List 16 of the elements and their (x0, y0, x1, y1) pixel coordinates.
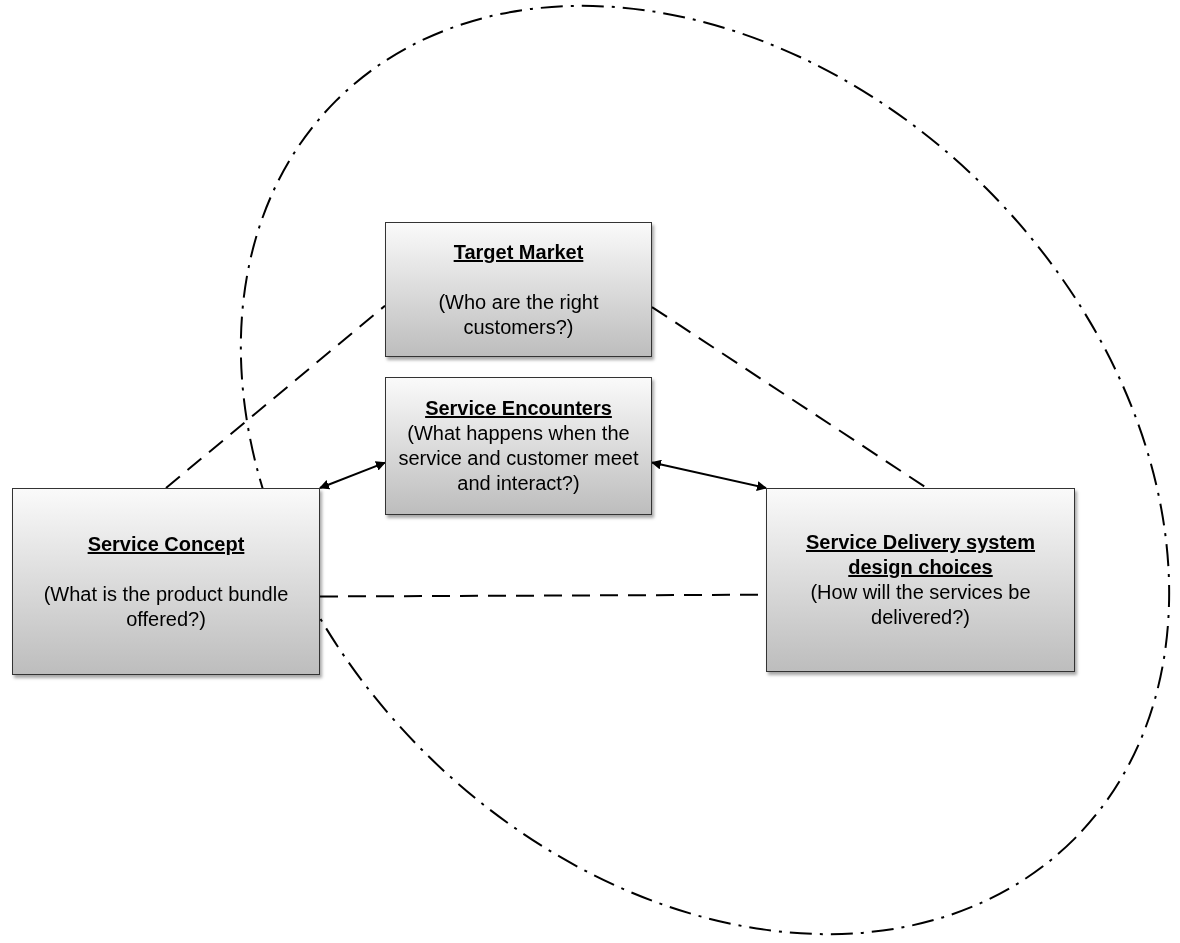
box-heading: Service Encounters (425, 396, 612, 421)
process-box (385, 222, 652, 357)
process-box (12, 488, 320, 675)
box-heading: Service Delivery system design choices (804, 530, 1037, 580)
connector-line (651, 306, 928, 489)
box-question: (How will the services be delivered?) (809, 580, 1032, 630)
process-box (385, 377, 652, 515)
box-heading: Service Concept (87, 531, 245, 557)
process-box (766, 488, 1075, 672)
box-heading: Target Market (453, 239, 584, 265)
box-question: (What is the product bundle offered?) (42, 581, 290, 632)
connector-line (165, 304, 386, 489)
box-question: (Who are the right customers?) (437, 289, 600, 340)
arrow (651, 459, 767, 491)
arrow (319, 461, 386, 490)
box-question: (What happens when the service and customer meet and interact?) (397, 421, 640, 496)
